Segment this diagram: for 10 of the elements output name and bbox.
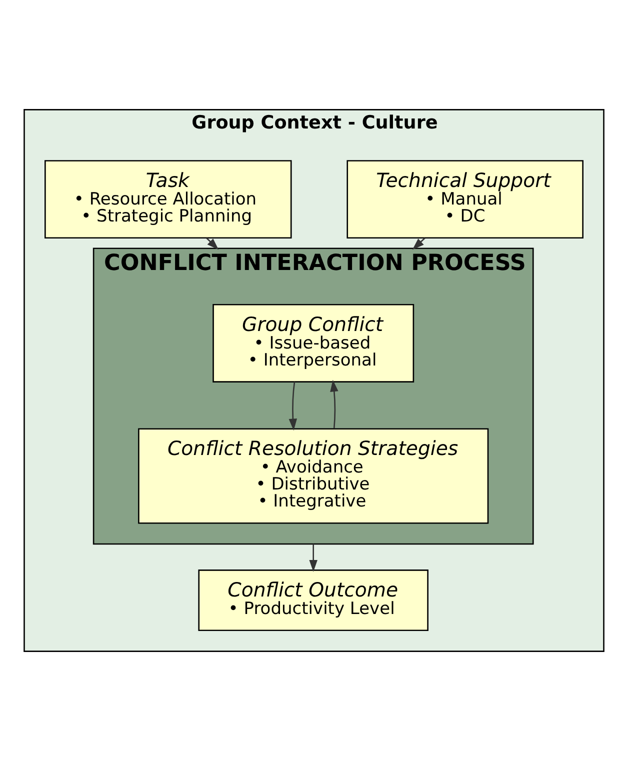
node-box: Conflict Resolution Strategies • Avoidance • Distributive • Integrative	[138, 428, 489, 524]
arrow	[288, 382, 298, 431]
arrow	[309, 544, 318, 572]
node-box: Technical Support • Manual • DC	[346, 160, 584, 239]
node-box: Conflict Outcome • Productivity Level	[198, 570, 428, 632]
node-box: Task • Resource Allocation • Strategic Planning	[44, 160, 292, 239]
arrow	[412, 238, 426, 250]
arrow	[206, 238, 219, 250]
arrow	[330, 380, 338, 429]
node-box: Group Conflict • Issue-based • Interpersonal	[212, 304, 414, 382]
